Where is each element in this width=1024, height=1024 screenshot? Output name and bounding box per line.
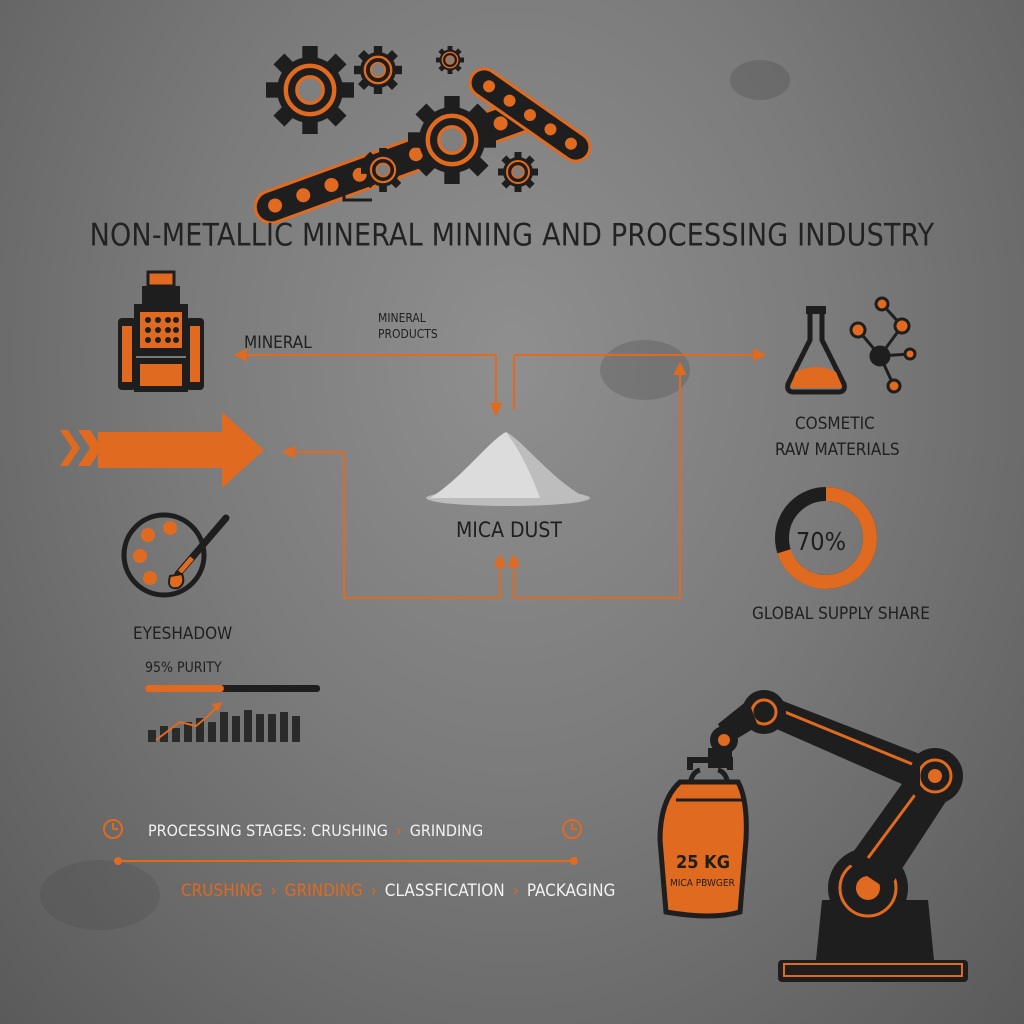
flask-icon [785, 306, 847, 395]
label-mineral-products-2: PRODUCTS [378, 327, 438, 341]
processing-header-next: GRINDING [409, 821, 484, 840]
label-mineral-products-1: MINERAL [378, 311, 426, 325]
background-stain [600, 340, 690, 400]
stage-packaging: PACKAGING [526, 881, 616, 901]
flow-lines [233, 348, 767, 599]
stage-classification: CLASSFICATION [384, 881, 505, 901]
molecule-icon [849, 296, 917, 394]
supply-share-label: GLOBAL SUPPLY SHARE [752, 604, 930, 624]
sack-icon [657, 767, 749, 919]
stage-grinding: GRINDING [284, 881, 363, 901]
chevron-icon: › [370, 881, 377, 901]
label-raw-materials: RAW MATERIALS [775, 440, 900, 460]
bag-weight: 25 KG [676, 852, 731, 873]
label-cosmetic: COSMETIC [795, 414, 875, 434]
crusher-machine-icon [118, 270, 204, 392]
processing-header-text: PROCESSING STAGES: CRUSHING [148, 821, 388, 840]
background-stain [40, 860, 160, 930]
purity-label: 95% PURITY [145, 660, 222, 676]
chevron-icon: › [395, 821, 402, 840]
bar-chart-icon [148, 702, 300, 742]
label-mineral: MINERAL [244, 333, 312, 353]
timeline [103, 819, 582, 865]
page-title: NON-METALLIC MINERAL MINING AND PROCESSI… [89, 217, 935, 254]
bag-content: MICA PBWGER [670, 878, 735, 889]
label-eyeshadow: EYESHADOW [133, 624, 233, 644]
chevron-icon: › [270, 881, 277, 901]
supply-share-donut [775, 487, 877, 589]
stage-list: CRUSHING › GRINDING › CLASSFICATION › PACKAGIN… [181, 881, 615, 901]
chevron-icon: › [512, 881, 519, 901]
processing-header: PROCESSING STAGES: CRUSHING › GRINDING [148, 821, 483, 840]
palette-brush-icon [121, 512, 230, 598]
mica-dust-pile [426, 432, 590, 506]
label-mica-dust: MICA DUST [456, 518, 562, 542]
clock-icon [103, 819, 123, 839]
background-stain [730, 60, 790, 100]
arrow-right-icon [60, 412, 264, 488]
gears-conveyor-icon [253, 46, 592, 225]
clock-icon [562, 819, 582, 839]
robot-arm-icon [687, 690, 968, 982]
supply-share-value: 70% [796, 527, 846, 556]
purity-bar [145, 685, 320, 692]
stage-crushing: CRUSHING [181, 881, 263, 901]
